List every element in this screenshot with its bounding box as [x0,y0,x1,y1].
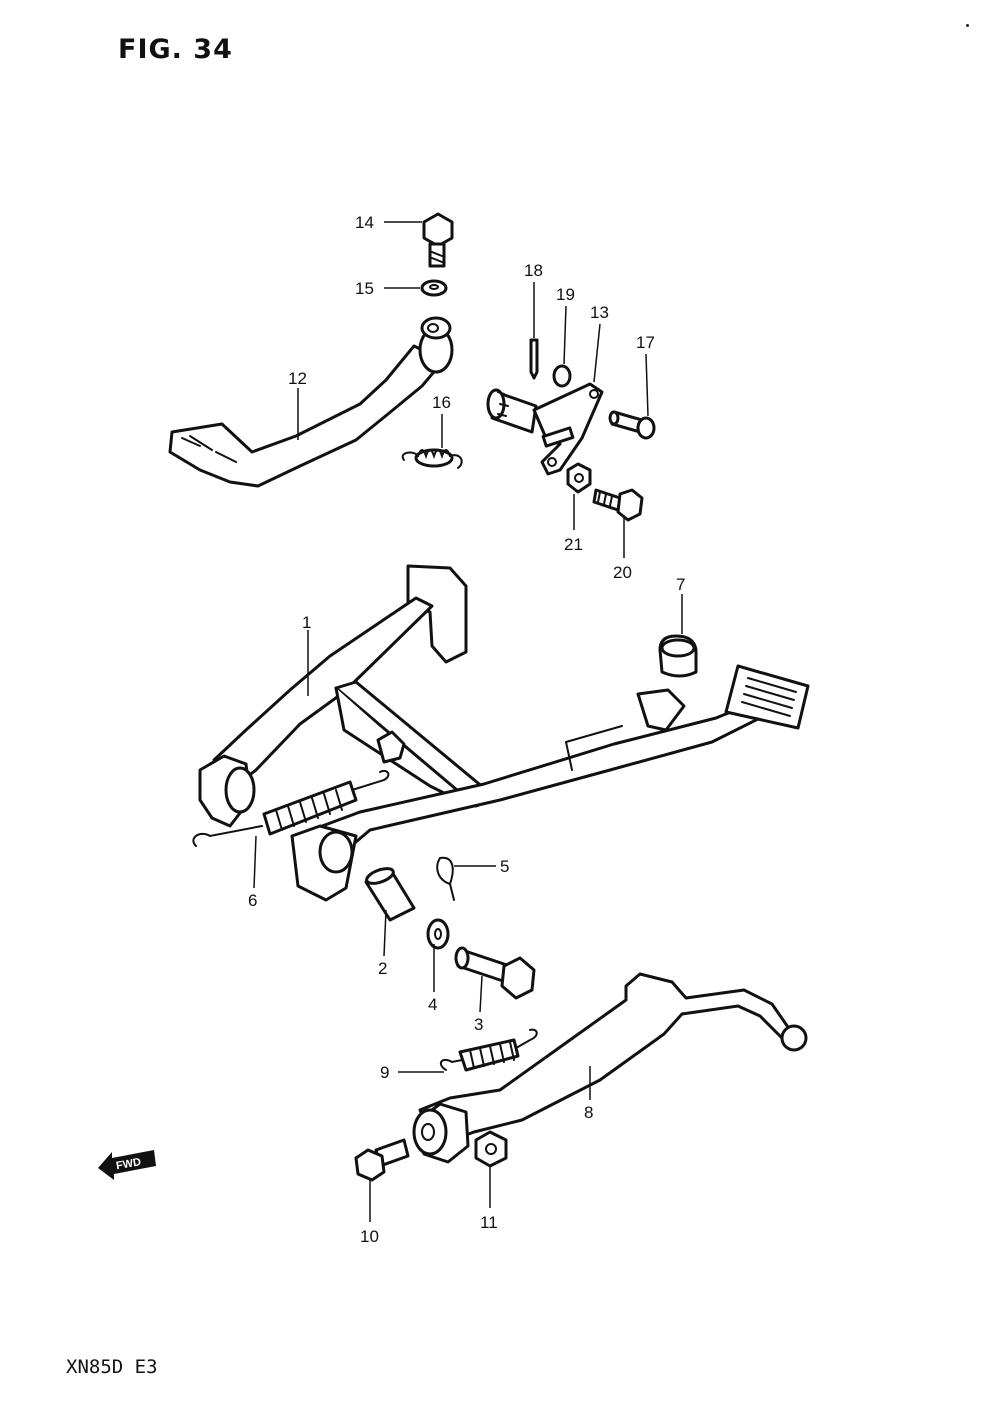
nut-21 [566,462,592,494]
brake-shaft-lever [486,382,604,476]
side-stand [412,972,808,1164]
leader-lines [253,221,683,1222]
fwd-label: FWD [115,1156,142,1172]
callout-16: 16 [432,393,451,412]
callout-1: 1 [302,613,311,632]
clip-5 [436,856,455,901]
callout-20: 20 [613,563,632,582]
rubber-stopper-7 [658,634,698,678]
washer-4 [426,918,450,950]
callout-21: 21 [564,535,583,554]
cotter-pin-18 [529,338,539,380]
callout-11: 11 [480,1213,498,1232]
callout-17: 17 [636,333,655,352]
callout-10: 10 [360,1227,379,1246]
pivot-bolt [422,212,454,268]
washer-15 [420,279,448,297]
side-stand-spring-9 [439,1028,538,1072]
callout-8: 8 [584,1103,593,1122]
callout-19: 19 [556,285,575,304]
callout-3: 3 [474,1015,483,1034]
center-stand [198,564,810,902]
bolt-20 [592,488,644,522]
scan-speck [966,24,969,27]
return-spring-16 [401,448,463,469]
bolt-3 [454,946,536,1000]
stand-spring-6 [192,770,390,847]
callout-15: 15 [355,279,374,298]
callout-12: 12 [288,369,307,388]
callout-13: 13 [590,303,609,322]
callout-7: 7 [676,575,685,594]
callout-9: 9 [380,1063,389,1082]
figure-title: FIG. 34 [118,34,233,65]
forward-arrow-icon: FWD [98,1150,156,1180]
callout-14: 14 [355,213,374,232]
callout-5: 5 [500,857,509,876]
bushing-2 [364,867,416,922]
callout-labels: 14 15 12 16 18 19 13 17 21 20 7 1 6 5 2 … [248,213,685,1246]
callout-18: 18 [524,261,543,280]
callout-6: 6 [248,891,257,910]
washer-19 [552,364,572,388]
model-code: XN85D E3 [66,1356,158,1378]
nut-11 [474,1130,508,1168]
callout-4: 4 [428,995,437,1014]
brake-pedal-arm [168,316,454,488]
bolt-10 [354,1138,410,1182]
callout-2: 2 [378,959,387,978]
clevis-pin-17 [608,410,656,440]
